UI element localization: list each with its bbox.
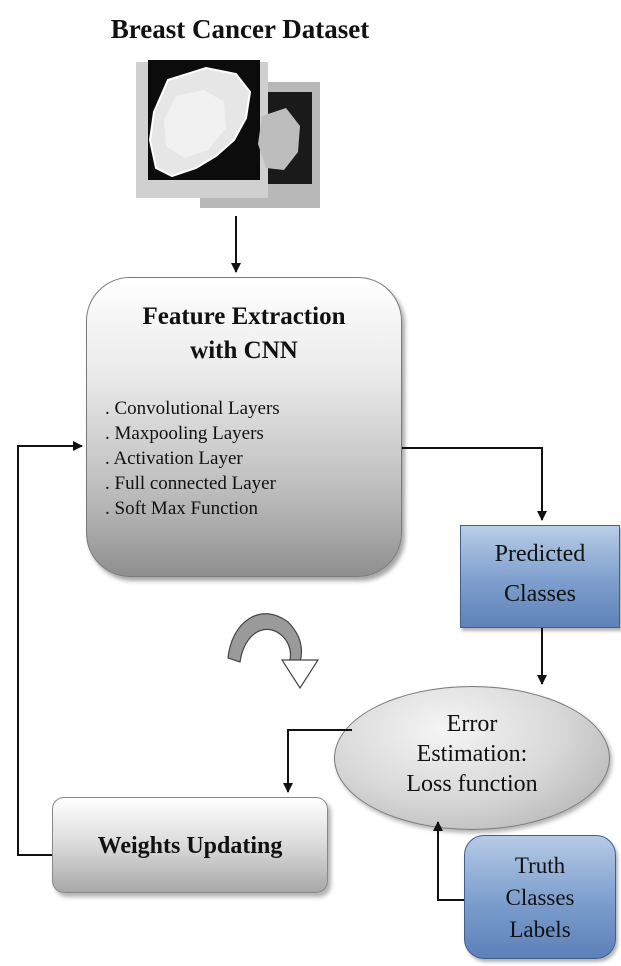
loop-arrow-icon [227, 613, 320, 690]
feature-extraction-box: Feature Extraction with CNN . Convolutio… [86, 277, 402, 577]
list-item: . Convolutional Layers [105, 398, 280, 419]
predicted-classes-box: Predicted Classes [460, 525, 620, 628]
feature-extraction-title: Feature Extraction with CNN [142, 303, 346, 364]
list-item: . Full connected Layer [105, 473, 276, 494]
arrow-error-to-weights [283, 729, 352, 793]
list-item: . Soft Max Function [105, 498, 259, 519]
list-item: . Maxpooling Layers [105, 423, 264, 444]
weights-updating-box: Weights Updating [52, 797, 328, 893]
error-estimation-node: Error Estimation: Loss function [334, 686, 610, 830]
truth-labels-box: Truth Classes Labels [464, 835, 616, 959]
dataset-title: Breast Cancer Dataset [110, 14, 370, 44]
arrow-truth-to-error [433, 821, 464, 901]
arrow-cnn-to-predicted [402, 447, 547, 521]
arrow-weights-to-cnn [17, 441, 83, 856]
cnn-layer-list: . Convolutional Layers . Maxpooling Laye… [105, 396, 280, 521]
list-item: . Activation Layer [105, 448, 243, 469]
